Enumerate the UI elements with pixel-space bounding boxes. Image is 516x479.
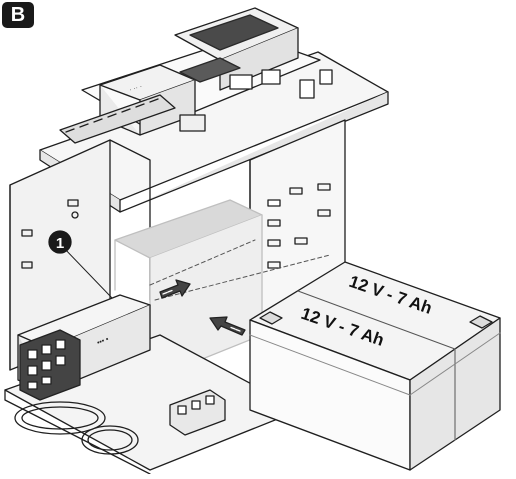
svg-text:· ·· ·: · ·· · xyxy=(128,83,143,94)
insert-arrow-icon xyxy=(159,279,191,299)
panel-letter-badge: B xyxy=(2,2,34,28)
callout-number: 1 xyxy=(56,235,64,252)
connector-module: ▪▪▪ ▪ xyxy=(17,294,151,401)
battery-pack: 12 V - 7 Ah 12 V - 7 Ah xyxy=(249,261,501,471)
callout-marker-icon: 1 xyxy=(48,230,72,254)
control-board: · ·· · xyxy=(59,7,333,144)
svg-text:▪▪▪ ▪: ▪▪▪ ▪ xyxy=(96,336,110,347)
insert-arrow-icon xyxy=(209,316,246,336)
enclosure xyxy=(4,51,389,475)
